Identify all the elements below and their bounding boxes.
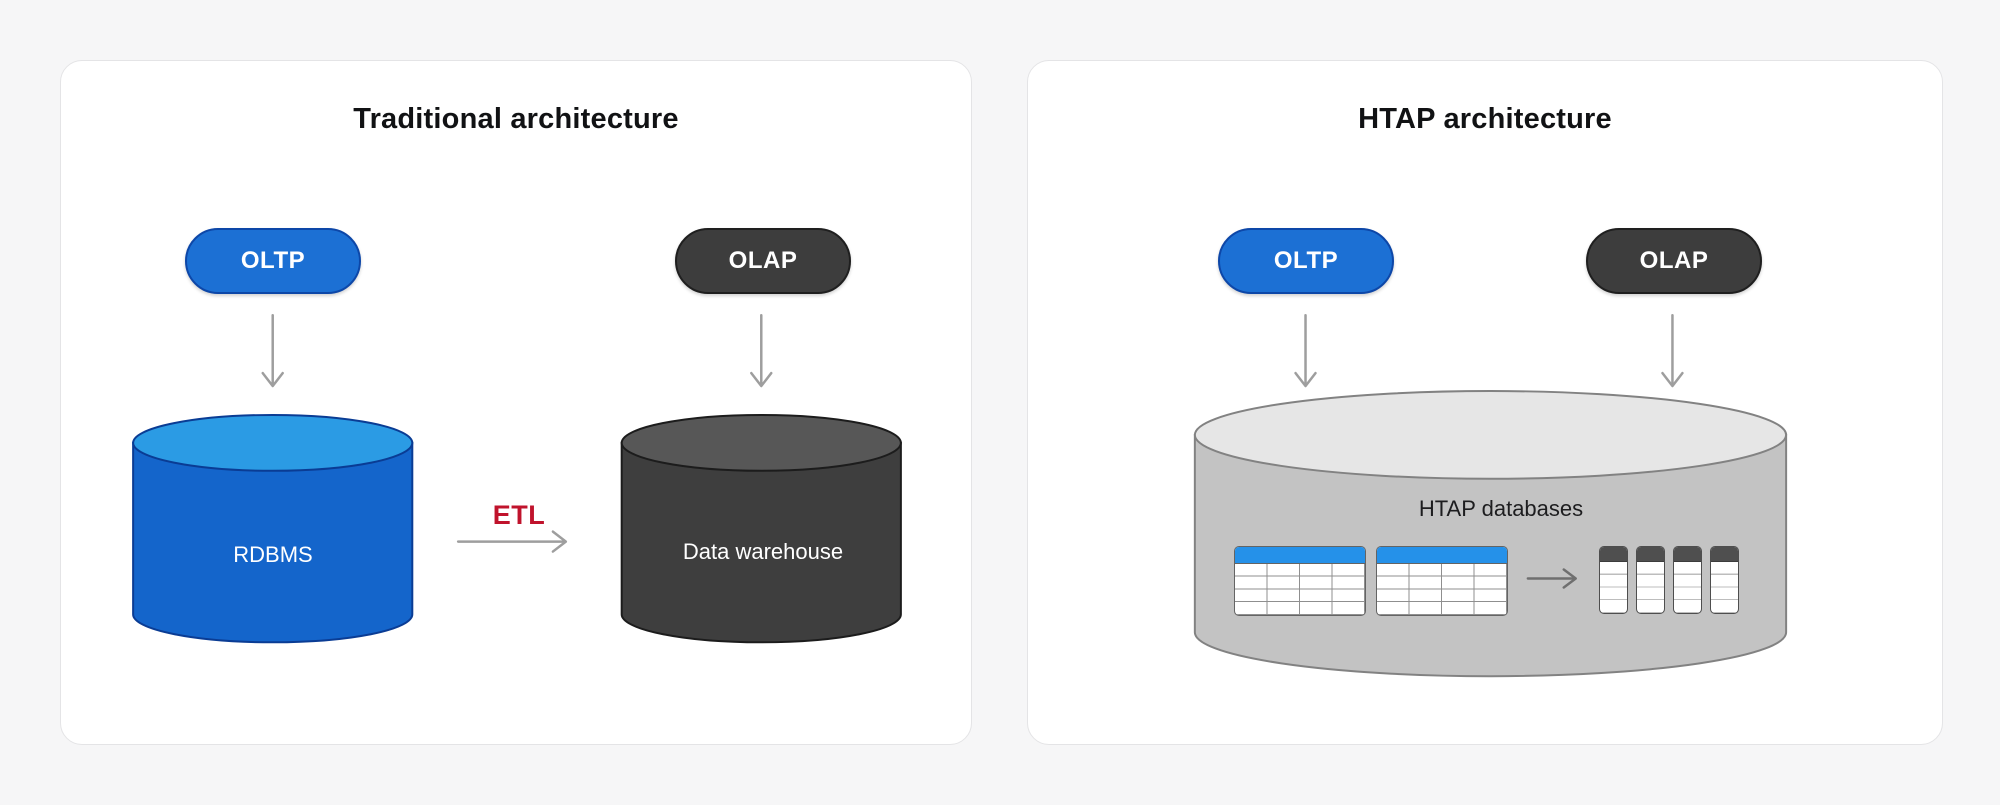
olap-badge-label: OLAP <box>1639 247 1709 274</box>
data-warehouse-cylinder-icon <box>620 413 902 644</box>
row-table-header-bar <box>1235 547 1365 564</box>
traditional-architecture-card: Traditional architecture <box>60 60 972 745</box>
column-store-header <box>1600 547 1627 562</box>
row-table-grid <box>1235 564 1365 615</box>
etl-arrow-right-icon <box>456 530 568 553</box>
oltp-badge-label: OLTP <box>240 247 306 274</box>
arrow-down-oltp-to-rdbms-icon <box>261 314 284 388</box>
column-store-header <box>1637 547 1664 562</box>
data-warehouse-label: Data warehouse <box>682 539 844 564</box>
htap-databases-cylinder-icon <box>1193 390 1788 678</box>
oltp-badge-label: OLTP <box>1273 247 1339 274</box>
arrow-down-olap-to-htap-icon <box>1661 314 1684 388</box>
etl-label: ETL <box>492 500 546 530</box>
htap-databases-label: HTAP databases <box>1418 496 1584 521</box>
oltp-badge: OLTP <box>1218 228 1394 294</box>
rdbms-cylinder-icon <box>132 413 414 644</box>
oltp-badge: OLTP <box>185 228 361 294</box>
column-store-grid <box>1674 562 1701 613</box>
arrow-down-oltp-to-htap-icon <box>1294 314 1317 388</box>
column-store-icon <box>1599 546 1628 614</box>
arrow-rows-to-columns-icon <box>1526 568 1577 589</box>
column-store-header <box>1674 547 1701 562</box>
traditional-card-title: Traditional architecture <box>353 103 679 135</box>
rdbms-label: RDBMS <box>233 542 313 567</box>
traditional-diagram-shapes <box>132 314 902 644</box>
row-table-header-bar <box>1377 547 1507 564</box>
column-store-icon <box>1636 546 1665 614</box>
htap-architecture-card: HTAP architecture OLT <box>1027 60 1943 745</box>
column-store-icon <box>1710 546 1739 614</box>
htap-diagram-shapes <box>1193 314 1788 678</box>
olap-badge-label: OLAP <box>728 247 798 274</box>
column-store-header <box>1711 547 1738 562</box>
column-store-grid <box>1600 562 1627 613</box>
column-store-icon <box>1673 546 1702 614</box>
olap-badge: OLAP <box>1586 228 1762 294</box>
row-table-icon <box>1234 546 1366 616</box>
row-table-icon <box>1376 546 1508 616</box>
column-store-grid <box>1637 562 1664 613</box>
column-store-grid <box>1711 562 1738 613</box>
htap-card-title: HTAP architecture <box>1358 103 1612 135</box>
arrow-down-olap-to-warehouse-icon <box>750 314 773 388</box>
row-table-grid <box>1377 564 1507 615</box>
olap-badge: OLAP <box>675 228 851 294</box>
